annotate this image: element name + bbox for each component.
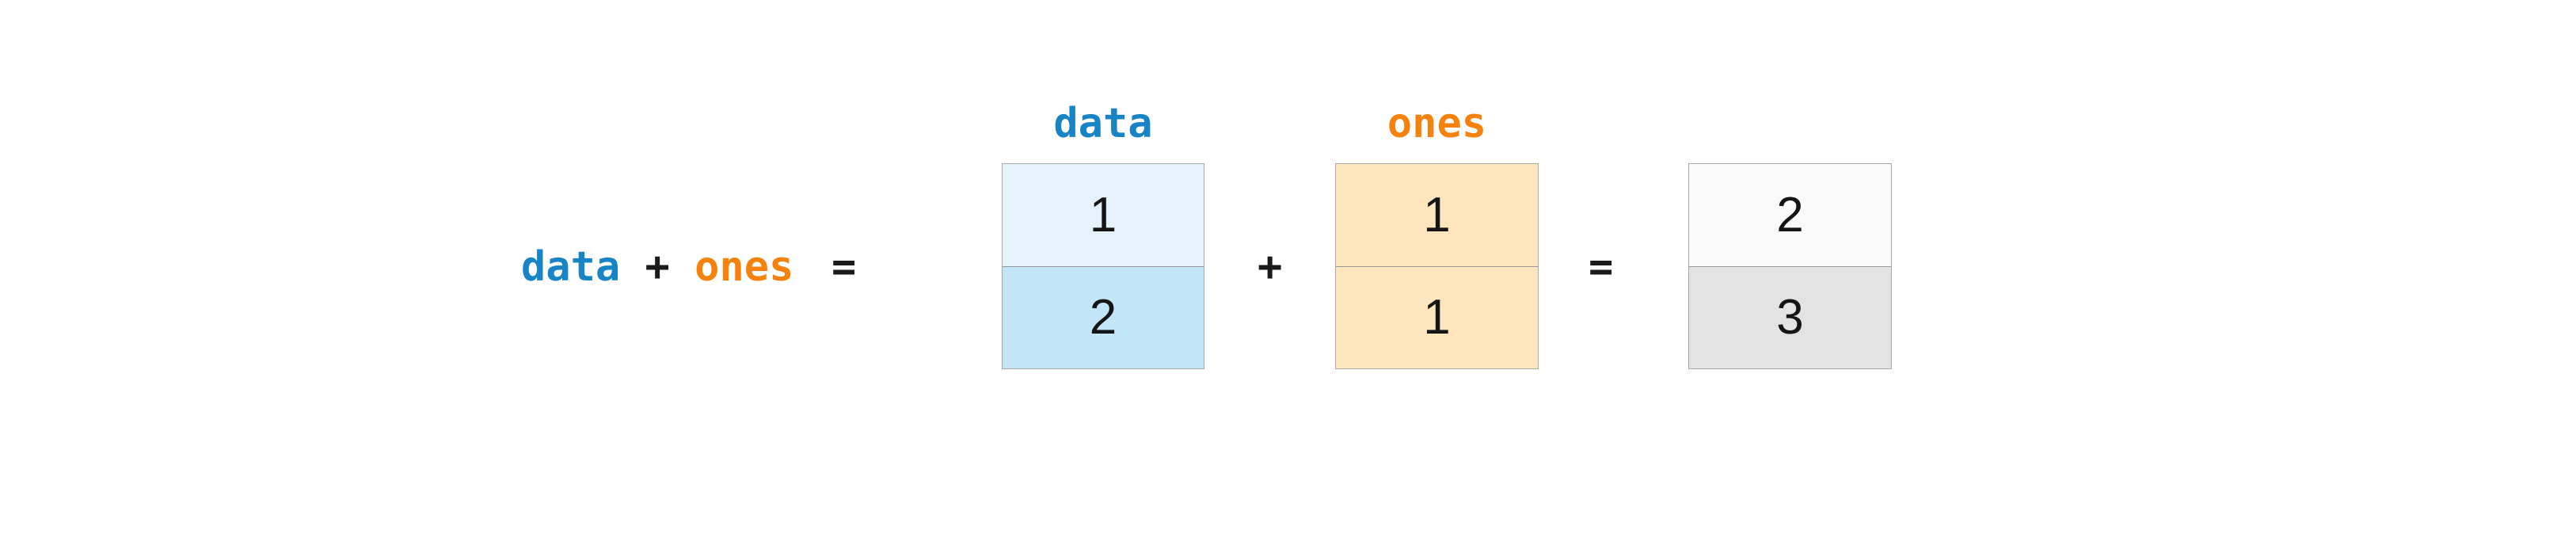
data-array: data 1 2	[1002, 103, 1204, 369]
ones-array-label: ones	[1387, 100, 1487, 147]
ones-cell-0: 1	[1336, 164, 1538, 266]
data-array-label: data	[1053, 100, 1153, 147]
plus-sign-middle: +	[1258, 243, 1283, 291]
expression-plus-token: +	[620, 243, 695, 291]
equals-sign-right: =	[1589, 243, 1614, 291]
result-array-table: 2 3	[1688, 163, 1892, 369]
result-array: 2 3	[1688, 163, 1892, 369]
expression-ones-token: ones	[694, 243, 794, 291]
result-cell-0: 2	[1689, 164, 1891, 266]
ones-array-table: 1 1	[1335, 163, 1539, 369]
equals-sign-left: =	[831, 243, 857, 291]
expression-text: data + ones	[521, 246, 793, 288]
data-cell-0: 1	[1003, 164, 1204, 266]
result-cell-1: 3	[1689, 266, 1891, 368]
expression-data-token: data	[521, 243, 621, 291]
ones-array: ones 1 1	[1335, 103, 1539, 369]
data-array-table: 1 2	[1002, 163, 1204, 369]
data-cell-1: 2	[1003, 266, 1204, 368]
ones-cell-1: 1	[1336, 266, 1538, 368]
